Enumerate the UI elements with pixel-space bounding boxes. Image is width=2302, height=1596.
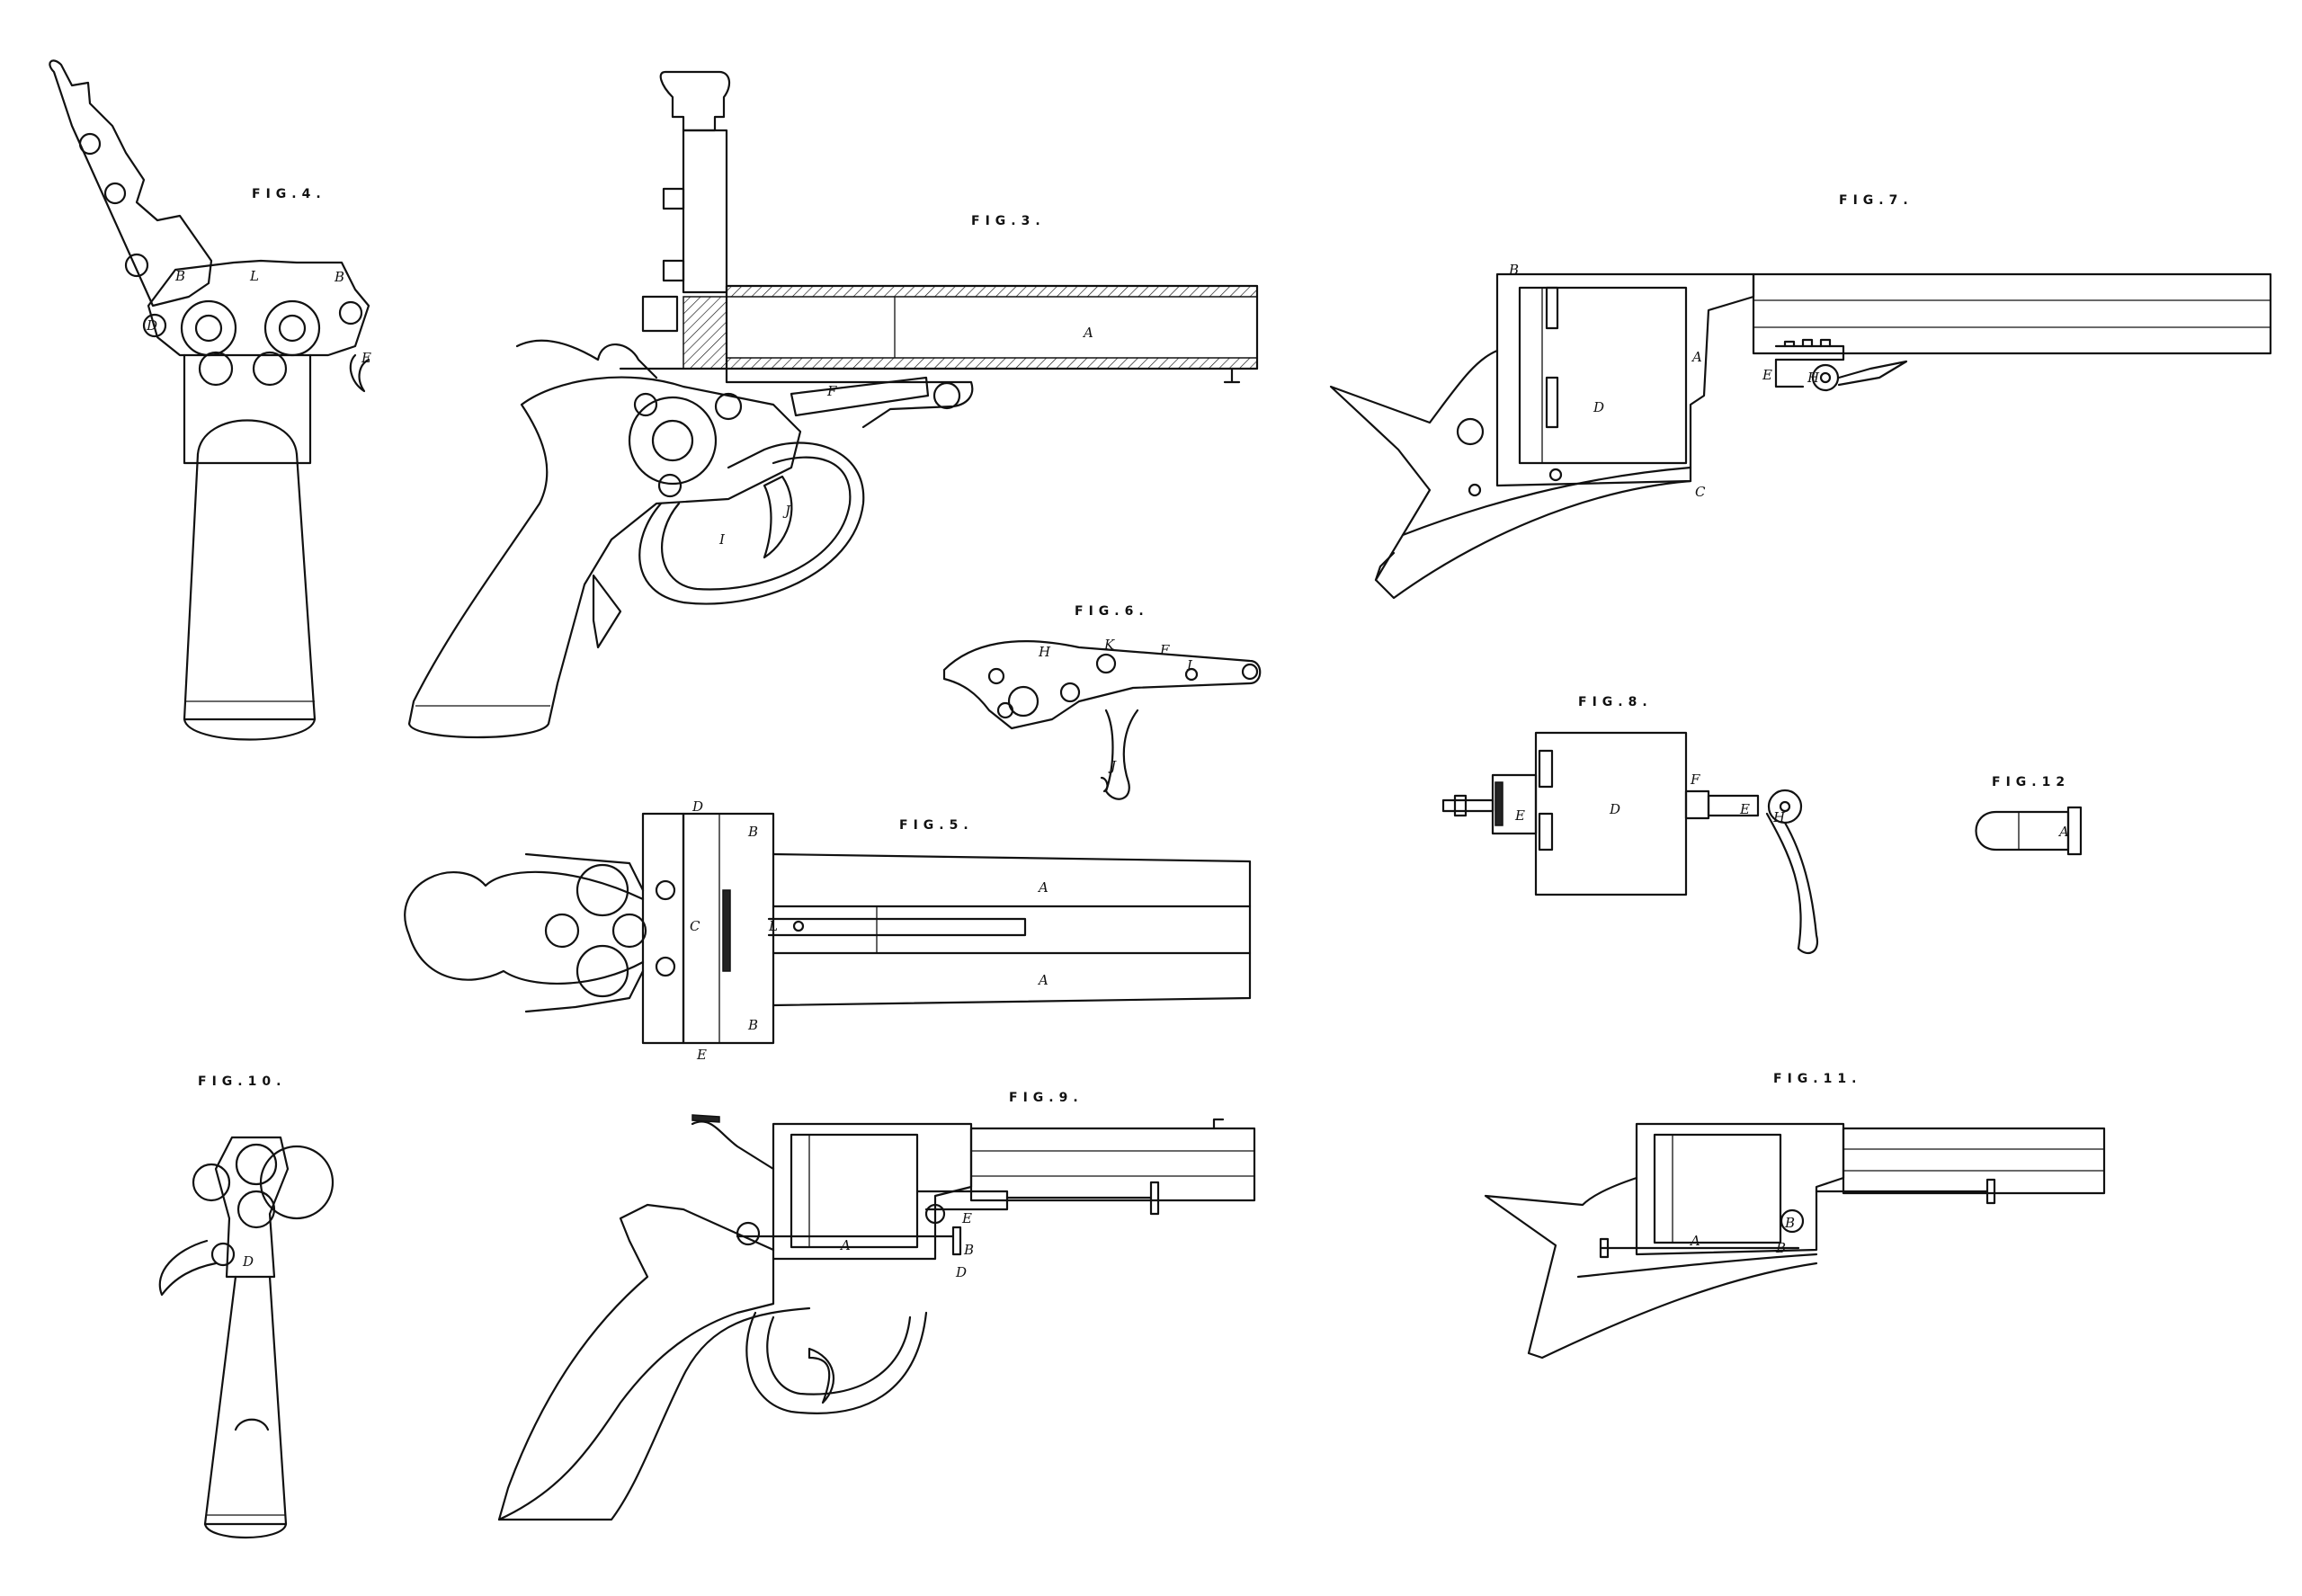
fig7-title: FIG.7. (1839, 193, 1914, 208)
fig5-letter-e: E (696, 1047, 707, 1063)
fig10-letter-d: D (242, 1253, 254, 1270)
fig6-letter-k: K (1103, 637, 1115, 653)
fig3-title: FIG.3. (971, 214, 1046, 228)
fig5-letter-c: C (690, 918, 700, 934)
fig4-letter-b-left: B (174, 268, 185, 284)
fig8-letter-h: H (1772, 809, 1786, 825)
fig5-plan-view: D B A C L A B E (404, 798, 1252, 1063)
fig11-letter-b-top: B (1784, 1215, 1795, 1231)
fig5-letter-a-bottom: A (1037, 972, 1048, 988)
fig8-letter-f: F (1690, 771, 1700, 788)
fig12-letter-a: A (2057, 824, 2069, 840)
fig4-letter-b-right: B (334, 269, 344, 285)
fig7-side-view: B A D E H C (1329, 262, 2272, 600)
fig7-letter-h: H (1807, 370, 1820, 386)
fig8-letter-e-left: E (1514, 807, 1525, 824)
fig3-section-view: A F I J (407, 70, 1259, 739)
fig6-letter-i: I (1186, 657, 1193, 673)
fig7-letter-d: D (1593, 399, 1604, 415)
fig9-letter-e: E (961, 1210, 972, 1226)
fig6-lock-detail: K F H I J (942, 637, 1262, 800)
fig9-title: FIG.9. (1009, 1091, 1084, 1105)
fig9-letter-a: A (839, 1237, 851, 1253)
fig7-letter-c: C (1695, 484, 1706, 500)
fig8-letter-e-right: E (1739, 801, 1750, 817)
fig5-letter-l: L (768, 918, 778, 934)
fig3-letter-j: J (782, 503, 791, 519)
fig9-letter-b: B (963, 1242, 974, 1258)
fig8-letter-d: D (1609, 801, 1620, 817)
fig8-cylinder-detail: D F E E H (1441, 731, 1819, 955)
fig4-letter-e: E (361, 350, 371, 366)
fig6-letter-j: J (1108, 758, 1117, 774)
fig7-letter-a: A (1691, 349, 1702, 365)
fig9-letter-d: D (955, 1264, 967, 1280)
fig5-letter-b-bottom: B (747, 1017, 758, 1033)
fig6-title: FIG.6. (1075, 604, 1149, 619)
fig11-letter-a: A (1689, 1233, 1700, 1249)
fig3-letter-f: F (826, 383, 837, 399)
fig9-side-view: A E B D (497, 1114, 1256, 1521)
fig5-letter-d: D (691, 798, 703, 815)
fig5-letter-b-top: B (747, 824, 758, 840)
fig4-title: FIG.4. (252, 187, 326, 201)
fig7-letter-b: B (1508, 262, 1519, 278)
fig7-letter-e: E (1762, 367, 1772, 383)
fig6-letter-h: H (1038, 644, 1051, 660)
fig3-letter-a: A (1082, 325, 1093, 341)
fig3-letter-i: I (718, 531, 726, 548)
fig8-title: FIG.8. (1578, 695, 1653, 709)
fig11-letter-b-bottom: B (1775, 1240, 1786, 1256)
fig10-rear-view: D (158, 1136, 335, 1539)
fig11-title: FIG.11. (1773, 1072, 1862, 1086)
fig12-title: FIG.12 (1992, 775, 2071, 789)
fig12-cartridge: A (1975, 806, 2083, 856)
fig5-letter-a-top: A (1037, 879, 1048, 896)
fig5-title: FIG.5. (899, 818, 974, 833)
fig4-rear-view: B L B D E (49, 59, 371, 741)
fig11-side-view: A B B (1484, 1122, 2106, 1360)
fig4-letter-l: L (249, 268, 259, 284)
fig6-letter-f: F (1159, 642, 1170, 658)
fig4-letter-d: D (146, 317, 157, 334)
fig10-title: FIG.10. (198, 1074, 287, 1089)
